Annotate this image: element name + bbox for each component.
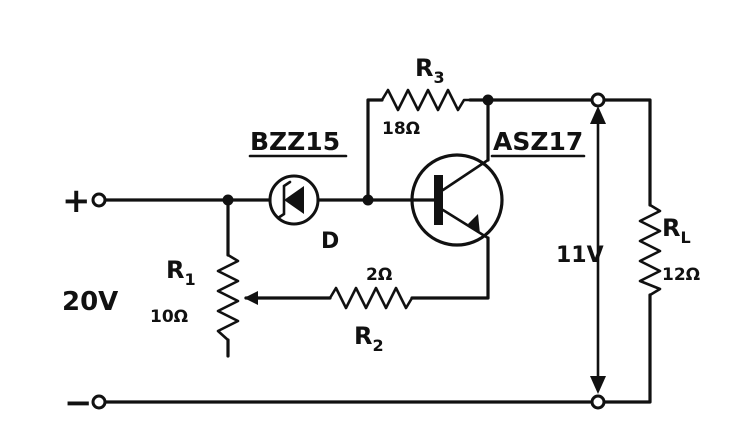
zener-diode xyxy=(268,174,320,226)
top-output-wire xyxy=(596,98,652,207)
junction-dot xyxy=(482,94,494,106)
diode-ref-label: D xyxy=(321,229,339,254)
output-voltage-arrow xyxy=(590,106,606,394)
rl-value-label: 12Ω xyxy=(662,265,700,285)
output-top-terminal xyxy=(590,92,606,108)
r3-left-wire xyxy=(366,98,384,202)
terminals xyxy=(91,92,606,410)
collector-lead xyxy=(441,158,490,192)
supply-voltage-label: 20V xyxy=(62,287,118,317)
transistor-part-label: ASZ17 xyxy=(493,127,583,156)
wires xyxy=(104,98,652,404)
transistor xyxy=(410,153,504,247)
r3-value-label: 18Ω xyxy=(382,119,420,139)
r2-ref-label: R2 xyxy=(354,322,384,355)
output-bottom-terminal xyxy=(590,394,606,410)
r3-ref-label: R3 xyxy=(415,54,445,87)
minus-label: − xyxy=(64,383,93,423)
emitter-wire xyxy=(410,236,490,300)
wiper-arrow xyxy=(244,291,258,305)
r1-value-label: 10Ω xyxy=(150,307,188,327)
junction-dots xyxy=(222,94,494,206)
r2-resistor xyxy=(328,286,414,310)
emitter-lead xyxy=(441,208,490,240)
rl-bottom-wire xyxy=(596,293,652,404)
rl-resistor xyxy=(638,203,662,297)
plus-label: + xyxy=(62,181,91,221)
r1-potentiometer xyxy=(216,253,332,342)
rl-ref-label: RL xyxy=(662,214,691,247)
junction-dot xyxy=(362,194,374,206)
r1-ref-label: R1 xyxy=(166,256,196,289)
emitter-arrow xyxy=(468,214,480,234)
plus-terminal xyxy=(91,192,107,208)
junction-dot xyxy=(222,194,234,206)
r2-value-label: 2Ω xyxy=(366,265,392,285)
diode-part-label: BZZ15 xyxy=(250,127,340,156)
r3-resistor xyxy=(380,88,472,112)
minus-terminal xyxy=(91,394,107,410)
output-voltage-label: 11V xyxy=(556,243,604,268)
